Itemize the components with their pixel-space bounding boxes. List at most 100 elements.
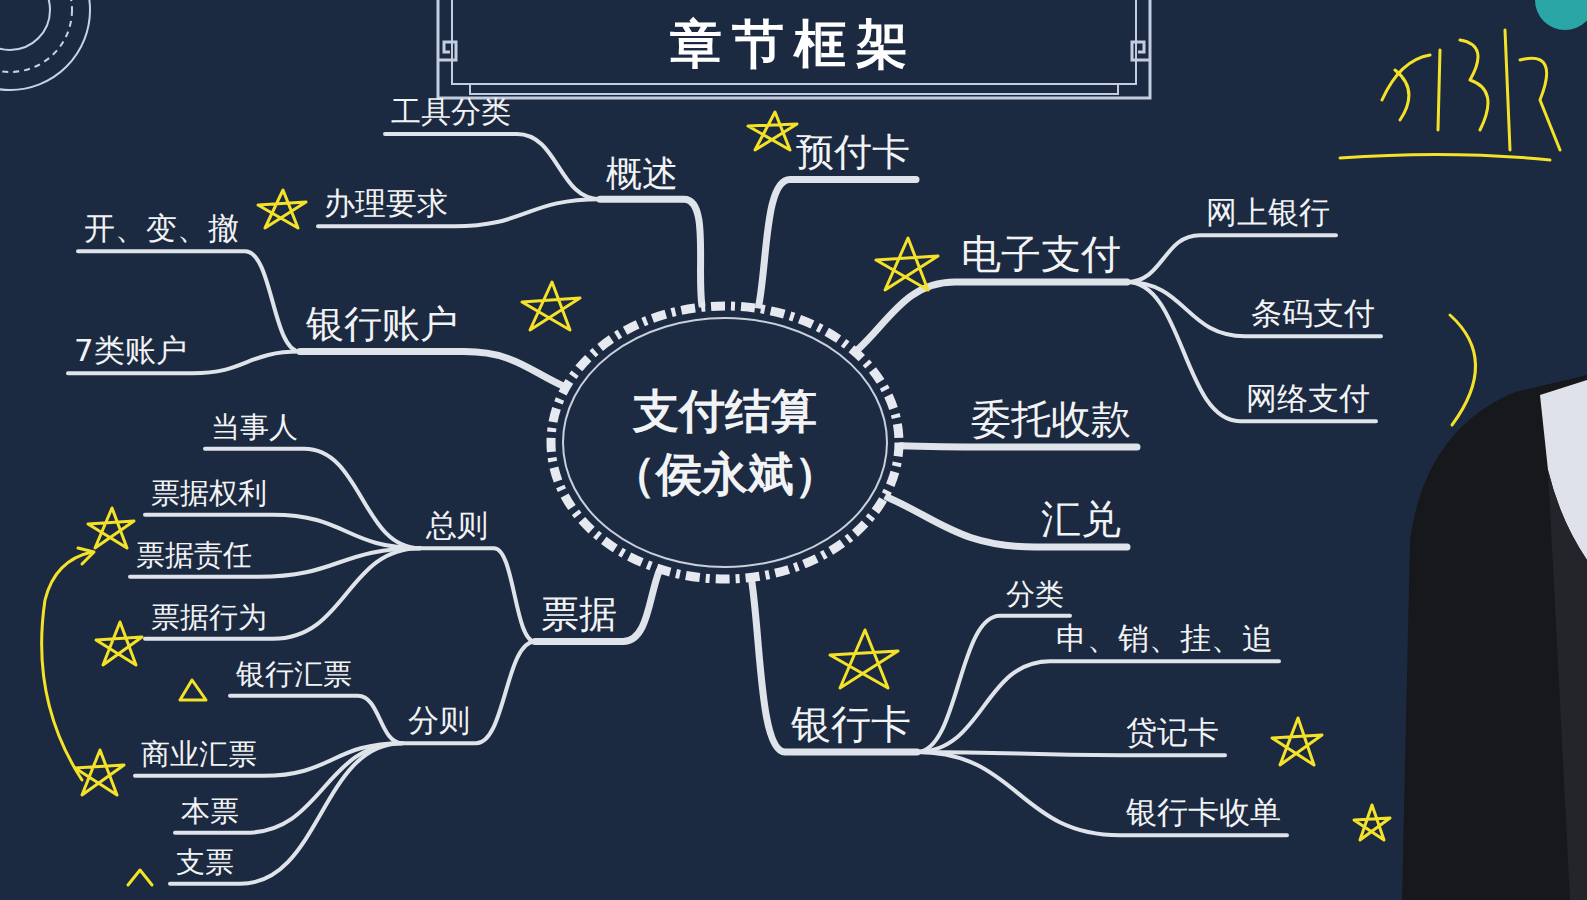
ellipse-inner-border bbox=[563, 318, 887, 567]
branch-line bbox=[752, 579, 918, 752]
branch-label: 票据 bbox=[541, 592, 617, 638]
star-mark bbox=[876, 238, 938, 290]
branch-line bbox=[1127, 235, 1336, 282]
branch-topic: 委托收款 bbox=[965, 393, 1137, 449]
central-ellipse bbox=[545, 300, 905, 585]
branch-topic: 网络支付 bbox=[1240, 378, 1376, 423]
branch-topic: 商业汇票 bbox=[135, 735, 263, 778]
star-mark bbox=[748, 112, 797, 150]
branch-label: 概述 bbox=[606, 152, 678, 195]
branch-topic: 开、变、撤 bbox=[78, 208, 245, 253]
branch-label: 条码支付 bbox=[1251, 295, 1375, 332]
triangle-mark bbox=[180, 680, 206, 700]
branch-label: 支票 bbox=[176, 845, 234, 880]
link-arrow bbox=[42, 552, 92, 780]
branch-topic: 票据责任 bbox=[130, 536, 258, 579]
arrow-head bbox=[78, 548, 94, 564]
branch-label: 7类账户 bbox=[74, 332, 187, 369]
branch-topic: 票据 bbox=[535, 590, 623, 644]
branch-topic: 分则 bbox=[402, 700, 476, 745]
branch-topic: 网上银行 bbox=[1200, 192, 1336, 237]
branch-topic: 申、销、挂、追 bbox=[1050, 618, 1279, 663]
branch-topic: 银行卡 bbox=[785, 698, 917, 754]
branch-label: 银行汇票 bbox=[236, 657, 352, 692]
branch-label: 汇兑 bbox=[1041, 495, 1121, 543]
branch-topic: 概述 bbox=[600, 150, 684, 201]
branch-line bbox=[535, 571, 659, 642]
branch-line bbox=[857, 282, 1127, 351]
branch-topic: 银行账户 bbox=[300, 300, 464, 354]
branch-topic: 贷记卡 bbox=[1120, 712, 1225, 757]
branch-topic: 支票 bbox=[170, 843, 240, 886]
star-mark bbox=[88, 508, 134, 548]
branch-topic: 汇兑 bbox=[1035, 493, 1127, 549]
branch-topic: 办理要求 bbox=[318, 183, 454, 228]
branch-topic: 工具分类 bbox=[385, 92, 517, 136]
star-mark bbox=[830, 630, 898, 688]
branch-topic: 预付卡 bbox=[790, 128, 916, 182]
branch-line bbox=[230, 696, 402, 743]
branch-label: 分类 bbox=[1006, 577, 1064, 612]
branch-label: 商业汇票 bbox=[141, 737, 257, 772]
star-mark bbox=[1354, 805, 1390, 840]
branch-label: 总则 bbox=[426, 507, 488, 544]
handwriting-scribble bbox=[1340, 30, 1560, 160]
handwritten-marks bbox=[42, 30, 1560, 885]
branch-line bbox=[917, 616, 1070, 752]
branch-topic: 银行汇票 bbox=[230, 655, 358, 698]
branch-label: 票据责任 bbox=[136, 538, 252, 573]
branch-label: 委托收款 bbox=[971, 395, 1131, 443]
branch-line bbox=[1127, 282, 1376, 421]
ellipse-border bbox=[551, 306, 899, 579]
branch-label: 票据权利 bbox=[151, 476, 267, 511]
star-mark bbox=[258, 190, 306, 228]
branch-line bbox=[917, 752, 1287, 835]
branch-label: 网上银行 bbox=[1206, 194, 1330, 231]
branch-label: 电子支付 bbox=[961, 230, 1121, 278]
branch-topic: 总则 bbox=[420, 505, 494, 550]
corner-badge bbox=[1535, 0, 1587, 30]
branch-label: 银行卡收单 bbox=[1126, 794, 1281, 831]
branch-topic: 票据行为 bbox=[145, 598, 273, 641]
branch-label: 贷记卡 bbox=[1126, 714, 1219, 751]
chapter-title: 章节框架 bbox=[438, 10, 1150, 80]
branch-label: 当事人 bbox=[211, 410, 298, 445]
branch-label: 申、销、挂、追 bbox=[1056, 620, 1273, 657]
branch-label: 银行卡 bbox=[791, 700, 911, 748]
central-topic: 支付结算 （侯永斌） bbox=[545, 300, 905, 585]
branch-label: 银行账户 bbox=[306, 302, 458, 348]
branch-topic: 当事人 bbox=[205, 408, 304, 451]
central-label: 支付结算 （侯永斌） bbox=[600, 380, 850, 504]
branch-line bbox=[402, 642, 535, 744]
branch-label: 办理要求 bbox=[324, 185, 448, 222]
star-mark bbox=[522, 282, 580, 330]
branch-label: 工具分类 bbox=[391, 94, 511, 130]
branch-line bbox=[420, 548, 535, 641]
branch-label: 预付卡 bbox=[796, 130, 910, 176]
branch-label: 开、变、撤 bbox=[84, 210, 239, 247]
presenter-figure bbox=[1402, 375, 1587, 900]
corner-ornament bbox=[0, 0, 90, 90]
branch-label: 票据行为 bbox=[151, 600, 267, 635]
star-mark bbox=[75, 750, 124, 795]
branch-topic: 分类 bbox=[1000, 575, 1070, 618]
branch-topic: 银行卡收单 bbox=[1120, 792, 1287, 837]
tick-mark bbox=[128, 870, 152, 885]
branch-topic: 7类账户 bbox=[68, 330, 193, 375]
title-frame bbox=[438, 0, 1150, 98]
bracket-mark bbox=[1450, 315, 1476, 425]
star-mark bbox=[1272, 718, 1322, 765]
branch-label: 分则 bbox=[408, 702, 470, 739]
branch-topic: 条码支付 bbox=[1245, 293, 1381, 338]
branch-topic: 票据权利 bbox=[145, 474, 273, 517]
branch-line bbox=[917, 661, 1279, 752]
branch-line bbox=[300, 352, 564, 387]
branch-label: 本票 bbox=[181, 794, 239, 829]
star-mark bbox=[96, 622, 142, 665]
branch-line bbox=[600, 199, 702, 305]
branch-line bbox=[759, 180, 916, 307]
branch-line bbox=[917, 752, 1225, 755]
branch-line bbox=[901, 446, 1137, 447]
branch-label: 网络支付 bbox=[1246, 380, 1370, 417]
